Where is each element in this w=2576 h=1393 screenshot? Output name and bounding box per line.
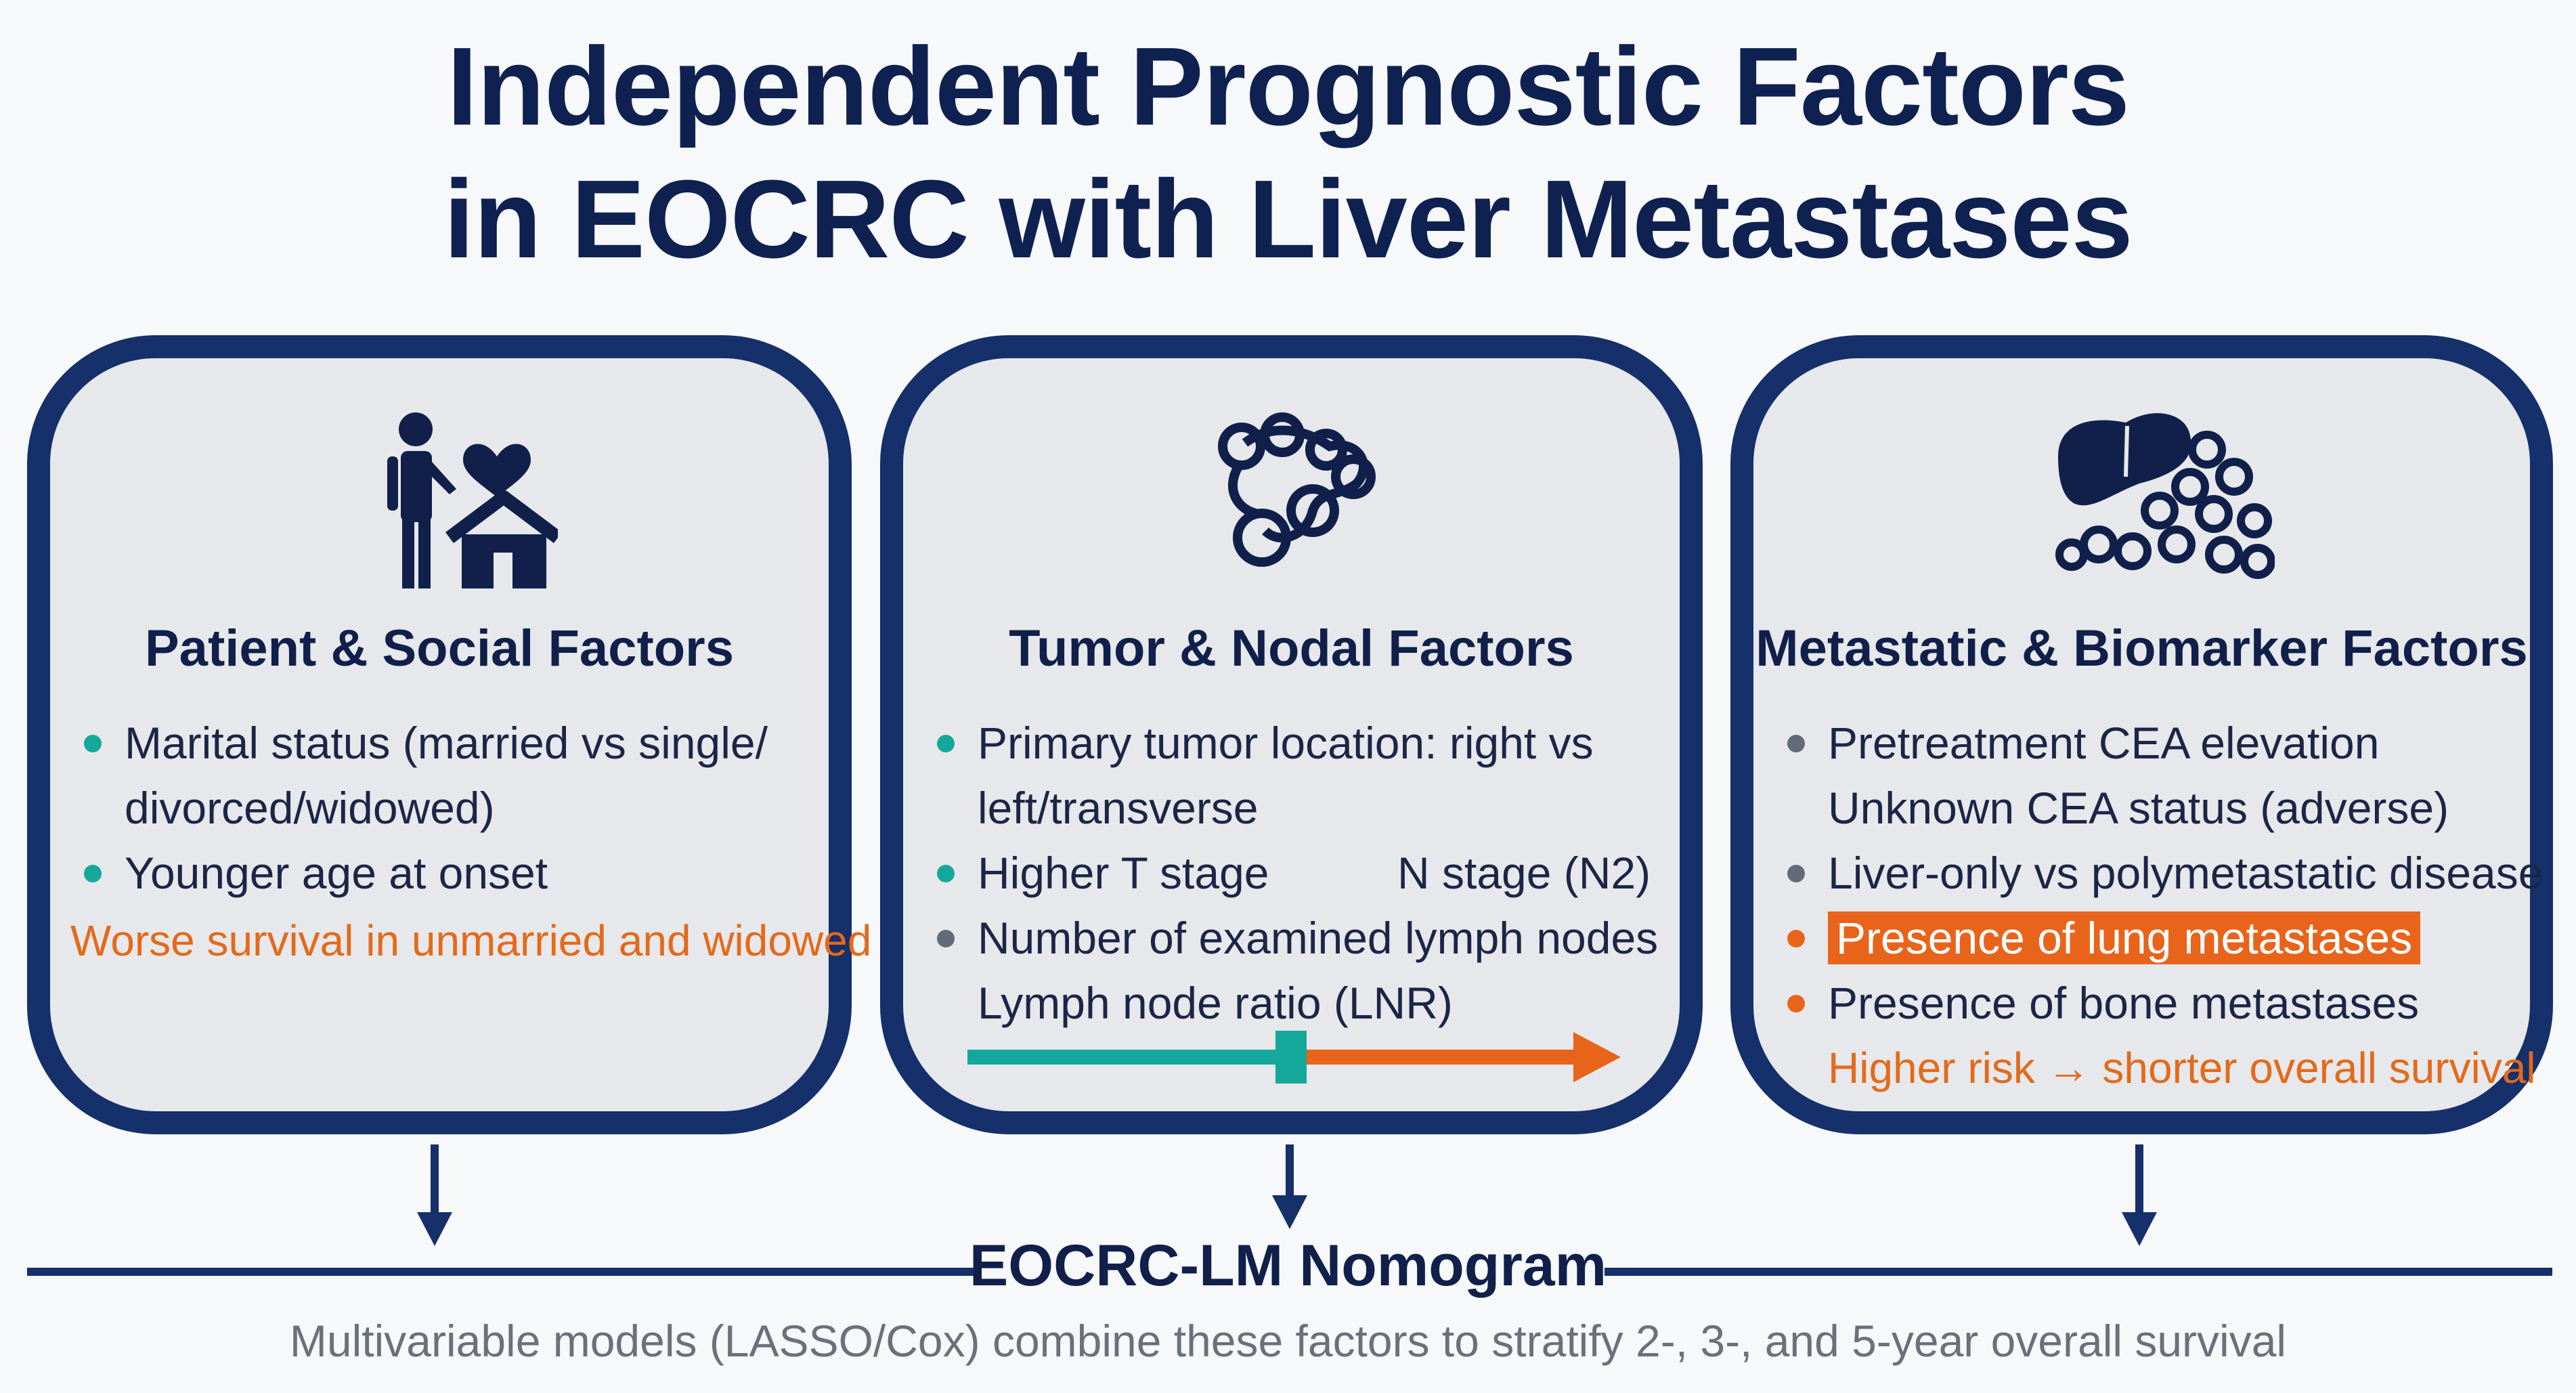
divider-left bbox=[27, 1268, 982, 1276]
card-metastatic-biomarker: Metastatic & Biomarker Factors Pretreatm… bbox=[1730, 335, 2553, 1134]
down-arrow-icon bbox=[417, 1144, 452, 1246]
orange-bullet-icon bbox=[1787, 930, 1805, 947]
bullet-list: Pretreatment CEA elevation Unknown CEA s… bbox=[1787, 710, 2543, 1100]
card-note: Worse survival in unmarried and widowed bbox=[70, 916, 872, 965]
down-arrow-icon bbox=[2122, 1144, 2157, 1246]
teal-bullet-icon bbox=[937, 865, 955, 882]
bullet-t-n-stage: Higher T stage N stage (N2) bbox=[937, 840, 1659, 905]
bullet-lung-metastases: Presence of lung metastases bbox=[1787, 905, 2510, 970]
orange-bullet-icon bbox=[1787, 995, 1805, 1012]
bullet-marital-status: Marital status (married vs single/ divor… bbox=[84, 710, 808, 840]
gray-bullet-icon bbox=[1787, 735, 1805, 752]
gray-bullet-icon bbox=[937, 930, 955, 947]
highlighted-text: Presence of lung metastases bbox=[1828, 912, 2421, 964]
bullet-liver-only: Liver-only vs polymetastatic disease bbox=[1787, 840, 2543, 905]
down-arrow-icon bbox=[1272, 1144, 1307, 1229]
page-title: Independent Prognostic Factors in EOCRC … bbox=[0, 20, 2576, 286]
divider-right bbox=[1604, 1268, 2552, 1276]
person-heart-home-icon bbox=[387, 412, 558, 588]
bullet-cea: Pretreatment CEA elevation Unknown CEA s… bbox=[1787, 710, 2510, 840]
card-title: Patient & Social Factors bbox=[144, 620, 735, 677]
card-patient-social: Patient & Social Factors Marital status … bbox=[27, 335, 871, 1134]
footer-subtitle: Multivariable models (LASSO/Cox) combine… bbox=[289, 1316, 2287, 1366]
gray-bullet-icon bbox=[1787, 865, 1805, 882]
card-title: Tumor & Nodal Factors bbox=[1009, 620, 1574, 677]
teal-bullet-icon bbox=[84, 865, 102, 882]
title-line-1: Independent Prognostic Factors bbox=[447, 24, 2130, 148]
risk-progression-arrow-icon bbox=[967, 1031, 1621, 1084]
title-line-2: in EOCRC with Liver Metastases bbox=[443, 157, 2133, 281]
lymph-node-chain-icon bbox=[1218, 412, 1376, 567]
teal-bullet-icon bbox=[937, 735, 955, 752]
bullet-tumor-location: Primary tumor location: right vs left/tr… bbox=[937, 710, 1659, 840]
teal-bullet-icon bbox=[84, 735, 102, 752]
bullet-bone-metastases: Presence of bone metastases bbox=[1787, 970, 2510, 1035]
card-tumor-nodal: Tumor & Nodal Factors Primary tumor loca… bbox=[880, 335, 1703, 1134]
bullet-list: Primary tumor location: right vs left/tr… bbox=[937, 710, 1659, 1035]
bullet-list: Marital status (married vs single/ divor… bbox=[70, 710, 871, 973]
card-title: Metastatic & Biomarker Factors bbox=[1755, 620, 2528, 677]
bullet-lymph-nodes: Number of examined lymph nodes Lymph nod… bbox=[937, 905, 1659, 1035]
bullet-younger-age: Younger age at onset bbox=[84, 840, 808, 905]
nomogram-label: EOCRC-LM Nomogram bbox=[969, 1233, 1607, 1298]
liver-metastases-icon bbox=[2055, 413, 2275, 579]
card-note: Higher risk → shorter overall survival bbox=[1828, 1044, 2536, 1092]
